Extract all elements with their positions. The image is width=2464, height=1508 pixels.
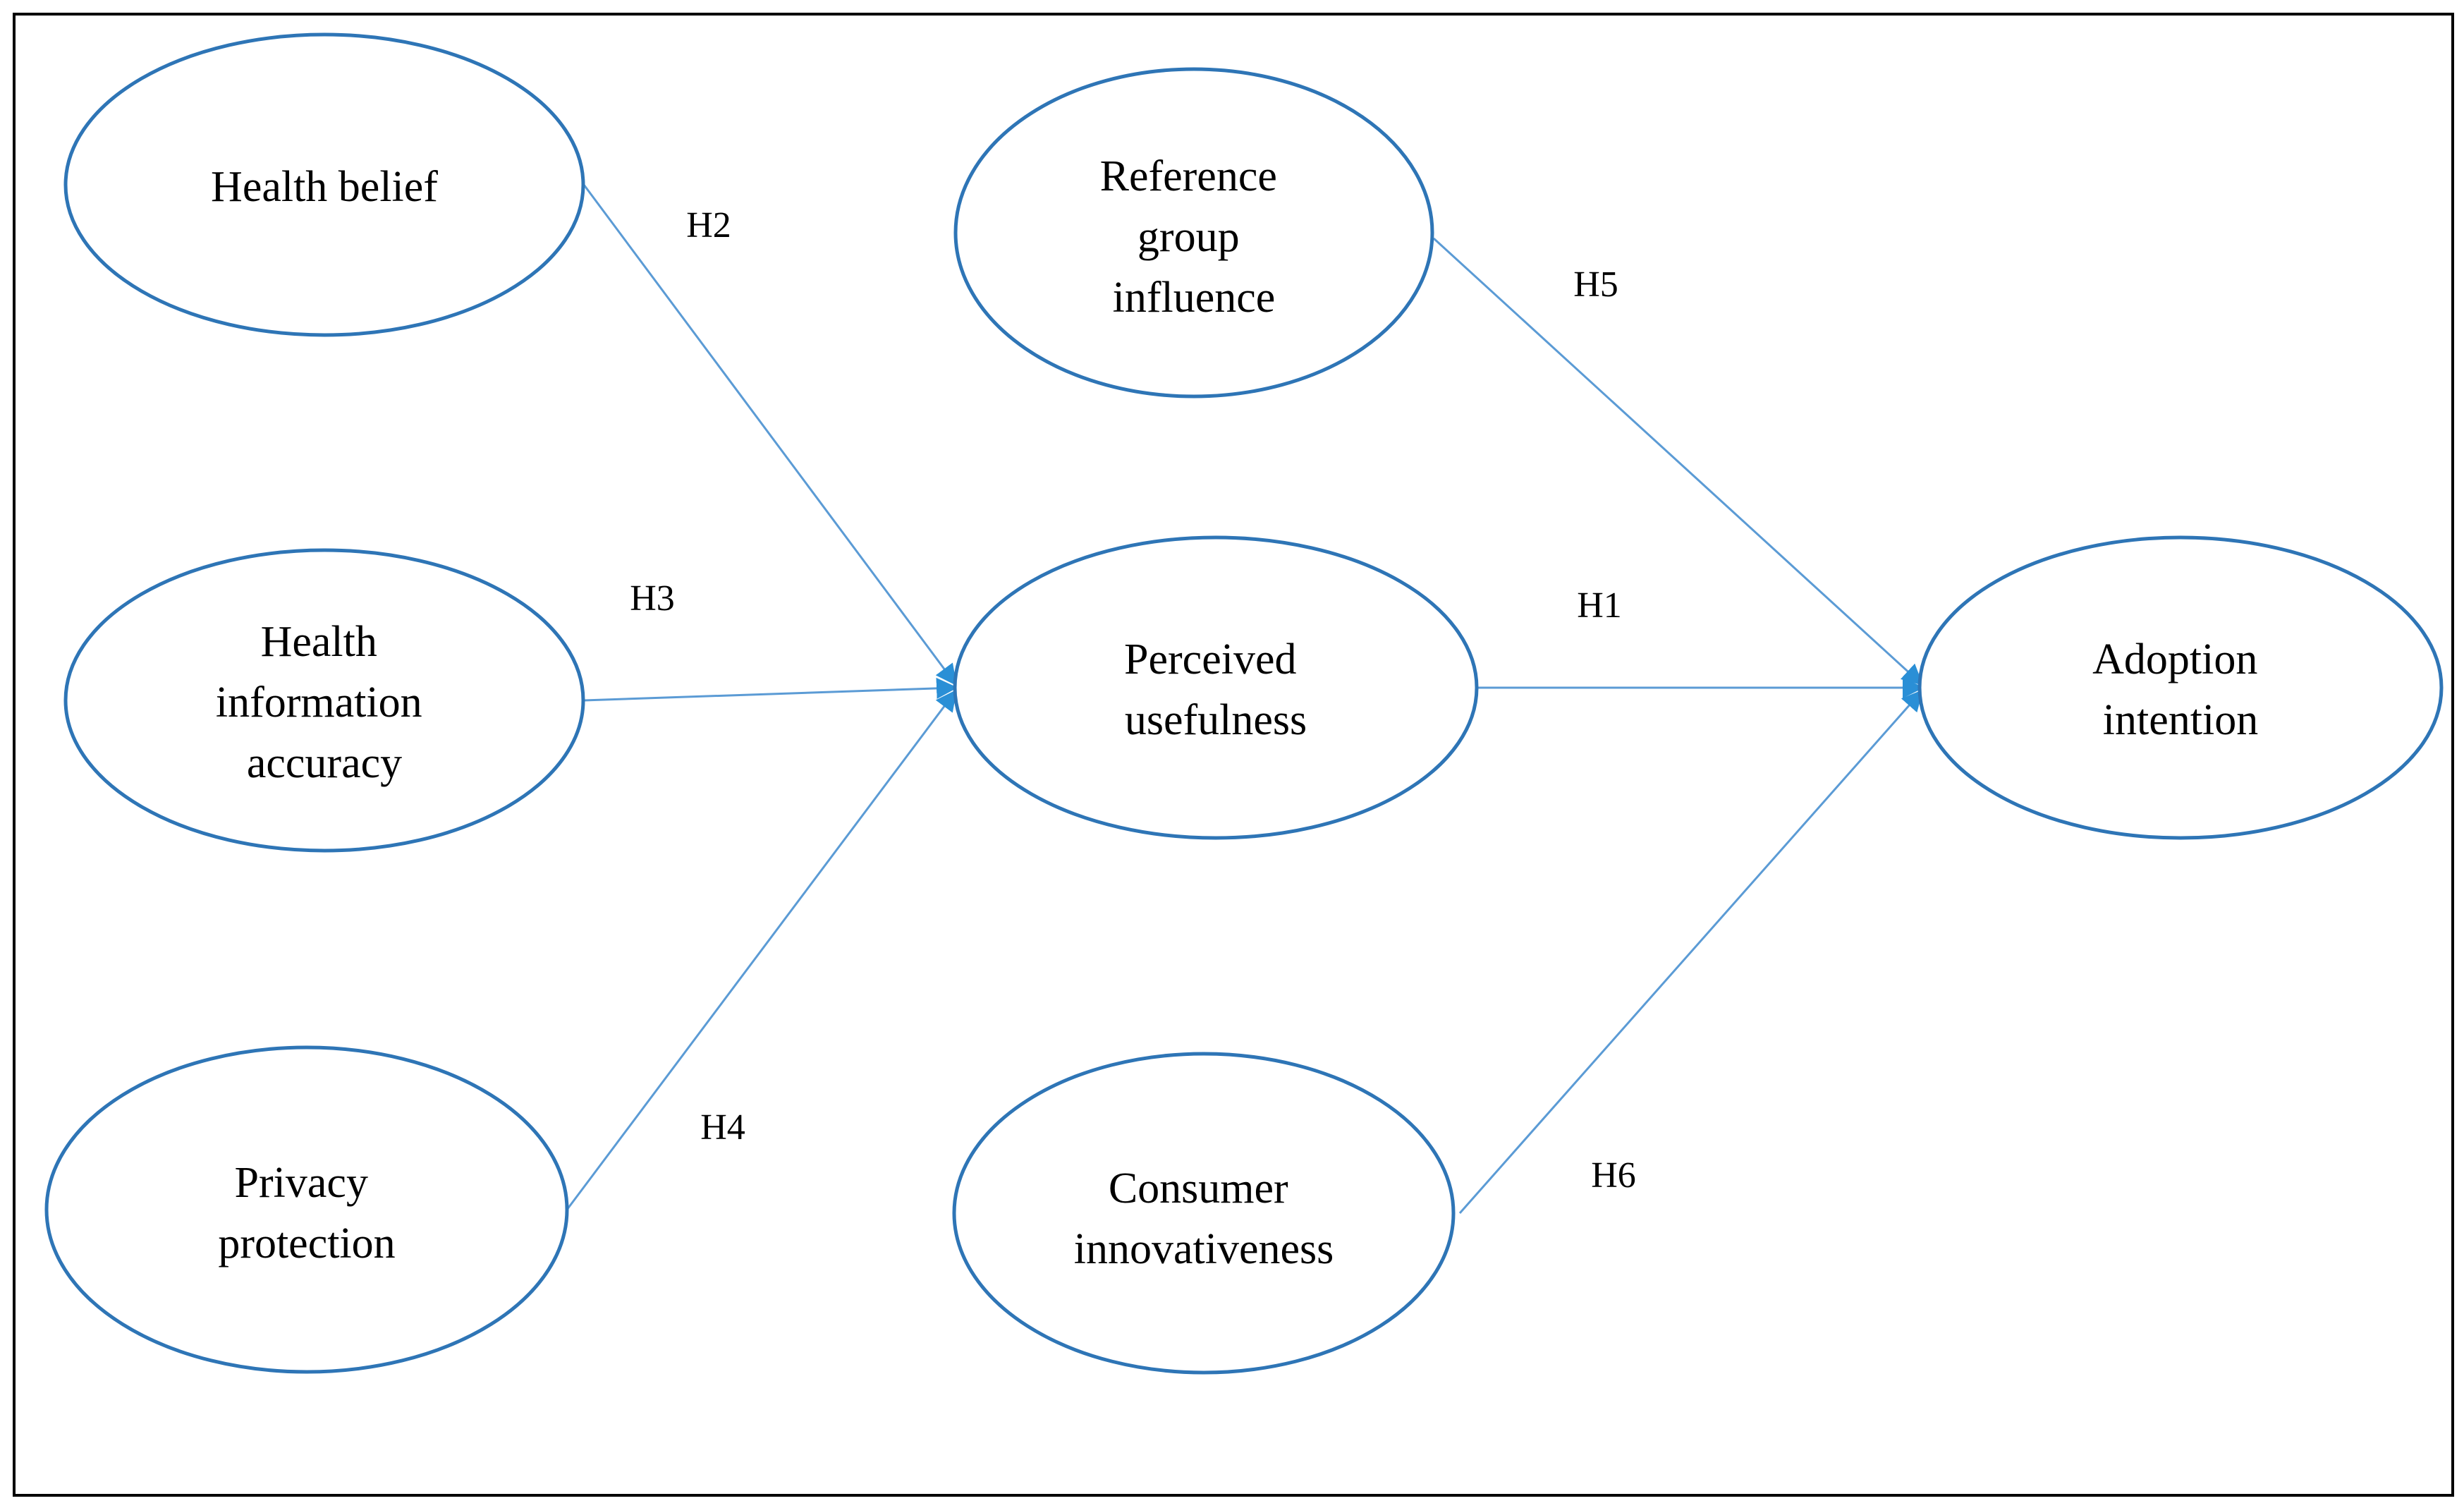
label-privacy-protection: Privacy protection [218, 1159, 395, 1267]
label-h5: H5 [1573, 264, 1618, 305]
label-health-information-accuracy: Health information accuracy [216, 618, 433, 787]
node-reference-group-influence [953, 67, 1434, 399]
label-perceived-usefulness: Perceived usefulness [1124, 636, 1307, 744]
node-perceived-usefulness [953, 535, 1479, 840]
label-h6: H6 [1591, 1155, 1636, 1196]
label-line: Reference [1100, 152, 1277, 200]
label-line: Consumer [1109, 1165, 1288, 1212]
arrow-h4 [566, 689, 957, 1210]
arrow-h2 [583, 184, 957, 686]
label-h1: H1 [1577, 585, 1622, 626]
arrow-h3 [583, 677, 958, 702]
label-line: Adoption [2092, 636, 2257, 683]
ellipses [44, 32, 2444, 1375]
label-line: accuracy [247, 739, 402, 787]
label-line: Health belief [211, 163, 438, 211]
label-h2: H2 [686, 205, 731, 245]
label-reference-group-influence: Reference group influence [1100, 152, 1288, 322]
node-labels: Health belief Health information accurac… [211, 152, 2269, 1273]
node-consumer-innovativeness [952, 1052, 1456, 1375]
label-line: innovativeness [1074, 1225, 1334, 1273]
label-h4: H4 [700, 1107, 745, 1148]
node-privacy-protection [44, 1045, 569, 1374]
arrow-h6 [1458, 689, 1923, 1214]
label-line: intention [2103, 696, 2258, 744]
label-line: influence [1113, 274, 1276, 322]
outer-frame [13, 13, 2454, 1497]
label-h3: H3 [630, 578, 675, 619]
node-health-information-accuracy [63, 548, 585, 853]
hypothesis-labels: H2 H3 H4 H5 H1 H6 [630, 205, 1636, 1196]
label-line: Health [261, 618, 377, 666]
arrow-h5 [1432, 237, 1924, 686]
label-line: usefulness [1125, 696, 1307, 744]
label-line: protection [218, 1220, 395, 1267]
node-adoption-intention [1917, 535, 2444, 840]
label-line: group [1138, 213, 1240, 261]
label-line: Privacy [235, 1159, 368, 1207]
node-health-belief [63, 32, 585, 337]
label-consumer-innovativeness: Consumer innovativeness [1074, 1165, 1334, 1273]
label-line: information [216, 679, 422, 726]
label-adoption-intention: Adoption intention [2092, 636, 2269, 744]
label-health-belief: Health belief [211, 163, 438, 211]
label-line: Perceived [1124, 636, 1296, 683]
arrows [566, 184, 1924, 1214]
